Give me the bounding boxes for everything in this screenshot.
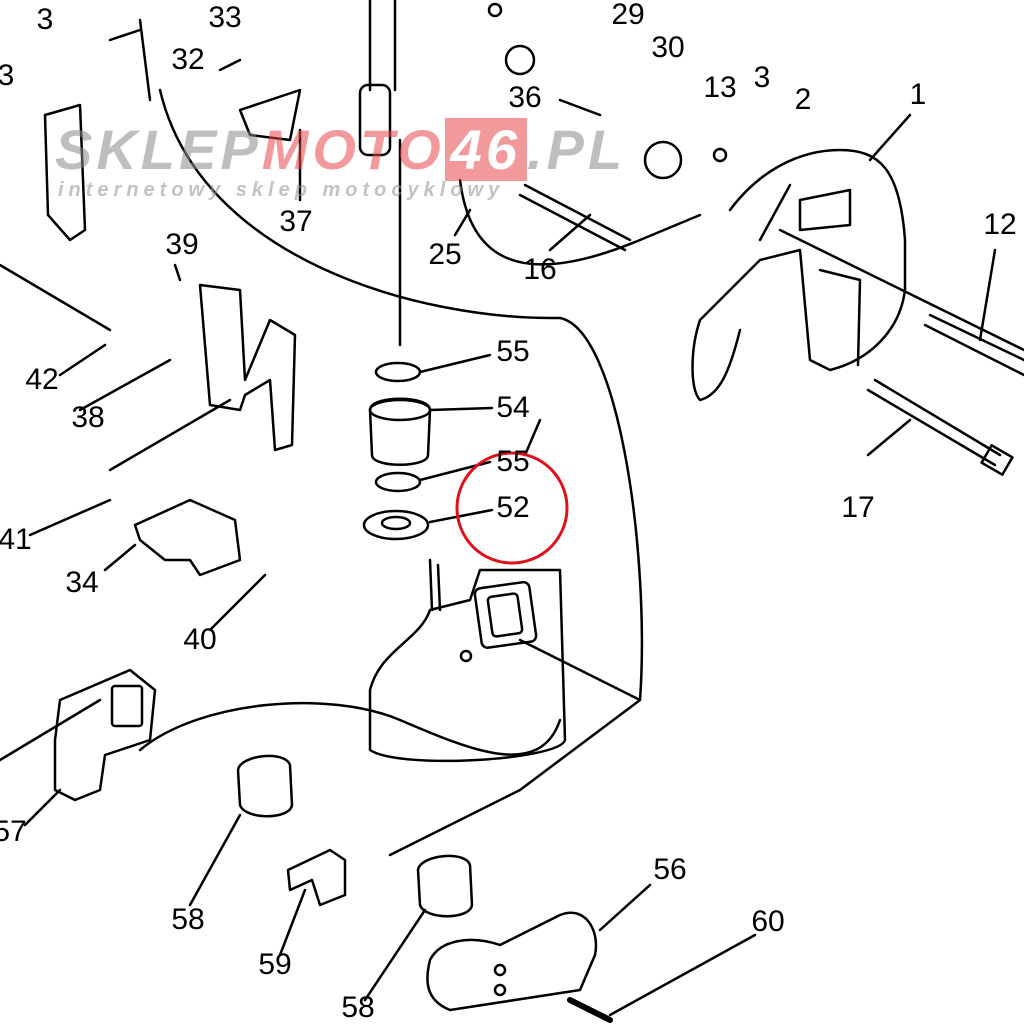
part-label: 12: [983, 208, 1017, 241]
part-label: 30: [651, 31, 685, 64]
part-label: 58: [341, 991, 375, 1024]
part-label: 60: [751, 905, 785, 938]
part-label: 55: [496, 335, 530, 368]
watermark-part3: 46: [444, 118, 527, 181]
part-label: 57: [0, 815, 27, 848]
lock-57: [53, 668, 157, 802]
part-label: 34: [65, 566, 99, 599]
bolt-17: [866, 378, 1002, 467]
watermark-part1: SKLEP: [55, 118, 262, 181]
seal-52: [362, 509, 430, 541]
watermark-part4: .PL: [526, 118, 627, 181]
cap-58-left: [236, 754, 294, 818]
part-label: 32: [171, 43, 205, 76]
part-label: 54: [496, 391, 530, 424]
part-label: 1: [909, 78, 927, 111]
part-label: 42: [25, 363, 59, 396]
pin-16: [518, 183, 632, 252]
swivel-bracket-outline: [158, 88, 644, 702]
highlight-circle-52: [455, 451, 569, 565]
bolt-12: [923, 313, 1024, 377]
part-label: 37: [279, 205, 313, 238]
lever-bracket: [198, 283, 297, 452]
part-label: 25: [428, 238, 462, 271]
part-label: 3: [36, 3, 54, 36]
part-label: 33: [208, 1, 242, 34]
part-label: 40: [183, 623, 217, 656]
part-label: 38: [71, 401, 105, 434]
part-label: 16: [523, 253, 557, 286]
part-label: 41: [0, 523, 32, 556]
part-label: 29: [611, 0, 645, 31]
part-label: 17: [841, 491, 875, 524]
o-ring-55-bottom: [374, 471, 422, 493]
watermark-tagline: internetowy sklep motocyklowy: [58, 179, 505, 201]
part-label: 13: [703, 71, 737, 104]
handle-bracket: [43, 103, 87, 242]
part-label: 58: [171, 903, 205, 936]
screw-60: [567, 997, 613, 1023]
clamp-bracket: [691, 148, 907, 402]
part-label: 3: [753, 61, 771, 94]
part-label: 55: [496, 445, 530, 478]
o-ring-55-top: [374, 361, 422, 383]
cover-56: [426, 911, 598, 1012]
watermark-part2: MOTO: [261, 118, 445, 181]
plate-34: [133, 498, 242, 577]
part-label: 39: [165, 228, 199, 261]
part-label-highlighted: 52: [496, 491, 530, 524]
clip-59: [286, 848, 347, 907]
part-label: 59: [258, 948, 292, 981]
part-label: 36: [508, 81, 542, 114]
part-label: 3: [0, 59, 15, 92]
cap-58-bottom: [416, 854, 474, 918]
bushing-54: [368, 397, 432, 466]
part-label: 56: [653, 853, 687, 886]
lower-housing: [368, 568, 567, 763]
part-label: 2: [794, 83, 812, 116]
